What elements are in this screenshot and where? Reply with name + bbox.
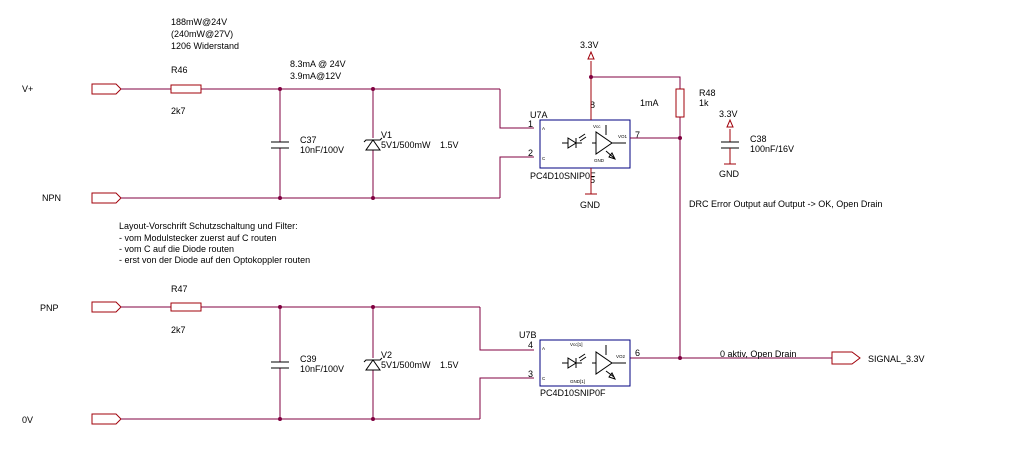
power-3v3-c38 [726, 118, 734, 142]
c39-ref: C39 [300, 354, 317, 364]
c39-value: 10nF/100V [300, 364, 344, 374]
u7a-pin7: 7 [635, 130, 640, 140]
r46-value: 2k7 [171, 106, 186, 116]
u7a-pin1: 1 [528, 119, 533, 129]
layout-note-2: - vom C auf die Diode routen [119, 244, 234, 254]
v2-ref: V2 [381, 350, 392, 360]
junction [278, 196, 282, 200]
u7a-pin5: 5 [590, 175, 595, 185]
note-current-2: 3.9mA@12V [290, 71, 341, 81]
c37-ref: C37 [300, 135, 317, 145]
u7a-ref: U7A [530, 110, 548, 120]
layout-note-title: Layout-Vorschrift Schutzschaltung und Fi… [119, 221, 298, 231]
zener-v1[interactable] [363, 137, 383, 151]
optocoupler-u7a[interactable] [539, 119, 631, 169]
output-wires [591, 76, 832, 359]
u7b-inner-c: C [542, 376, 546, 381]
port-vplus[interactable] [91, 83, 122, 95]
layout-note-3: - erst von der Diode auf den Optokoppler… [119, 255, 310, 265]
port-vplus-label: V+ [22, 84, 33, 94]
u7b-part: PC4D10SNIP0F [540, 388, 606, 398]
port-pnp[interactable] [91, 301, 122, 313]
resistor-r46[interactable] [170, 84, 202, 94]
port-npn-label: NPN [42, 193, 61, 203]
port-signal-label: SIGNAL_3.3V [868, 354, 925, 364]
port-zero-v[interactable] [91, 413, 122, 425]
resistor-r47[interactable] [170, 302, 202, 312]
u7a-inner-a: A [542, 126, 545, 131]
junction [371, 87, 375, 91]
power-3v3-u7a [587, 50, 595, 120]
capacitor-c37[interactable] [271, 141, 289, 149]
u7b-pin4: 4 [528, 340, 533, 350]
v2-voltage: 1.5V [440, 360, 459, 370]
u7a-pin2: 2 [528, 148, 533, 158]
junction [678, 356, 682, 360]
u7b-inner-gnd: GND[1] [570, 379, 585, 384]
u7a-inner-vcc: Vcc [593, 124, 601, 129]
r48-ref: R48 [699, 88, 716, 98]
r47-ref: R47 [171, 284, 188, 294]
capacitor-c38[interactable] [721, 141, 739, 149]
gnd-u7a [585, 168, 597, 195]
u7b-pin6: 6 [635, 348, 640, 358]
u7a-part: PC4D10SNIP0F [530, 171, 596, 181]
note-drc: DRC Error Output auf Output -> OK, Open … [689, 199, 882, 209]
v1-ref: V1 [381, 130, 392, 140]
v2-value: 5V1/500mW [381, 360, 431, 370]
u7a-inner-gnd: GND [594, 158, 605, 163]
junction [371, 305, 375, 309]
u7b-inner-a: A [542, 346, 545, 351]
port-pnp-label: PNP [40, 303, 59, 313]
layout-note-1: - vom Modulstecker zuerst auf C routen [119, 233, 277, 243]
v1-value: 5V1/500mW [381, 140, 431, 150]
r47-value: 2k7 [171, 325, 186, 335]
r48-value: 1k [699, 98, 709, 108]
port-zero-v-label: 0V [22, 415, 33, 425]
junction [278, 417, 282, 421]
lower-wires [121, 306, 534, 420]
port-npn[interactable] [91, 192, 122, 204]
u7a-inner-c: C [542, 156, 546, 161]
junction [371, 417, 375, 421]
resistor-r48[interactable] [675, 88, 685, 118]
c38-ref: C38 [750, 134, 767, 144]
capacitor-c39[interactable] [271, 361, 289, 369]
gnd-c38 [724, 148, 736, 165]
r48-current: 1mA [640, 98, 659, 108]
junction [678, 136, 682, 140]
junction [278, 305, 282, 309]
junction [589, 75, 593, 79]
upper-wires [121, 88, 534, 199]
zener-v2[interactable] [363, 357, 383, 371]
u7a-pin8: 8 [590, 100, 595, 110]
note-power-2: (240mW@27V) [171, 29, 233, 39]
r46-ref: R46 [171, 65, 188, 75]
port-signal[interactable] [831, 351, 861, 365]
u7b-ref: U7B [519, 330, 537, 340]
u7b-inner-vo: VO2 [616, 354, 626, 359]
note-output: 0 aktiv, Open Drain [720, 349, 796, 359]
u7a-inner-vo: VO1 [618, 134, 628, 139]
u7a-vcc-label: 3.3V [580, 40, 599, 50]
note-power-1: 188mW@24V [171, 17, 227, 27]
c38-value: 100nF/16V [750, 144, 794, 154]
optocoupler-u7b[interactable] [539, 339, 631, 387]
u7b-pin3: 3 [528, 369, 533, 379]
c37-value: 10nF/100V [300, 145, 344, 155]
v1-voltage: 1.5V [440, 140, 459, 150]
junction [278, 87, 282, 91]
junction [371, 196, 375, 200]
c38-vcc-label: 3.3V [719, 109, 738, 119]
u7b-inner-vcc: Vcc[1] [570, 342, 583, 347]
note-current-1: 8.3mA @ 24V [290, 59, 346, 69]
u7a-gnd-label: GND [580, 200, 601, 210]
note-power-3: 1206 Widerstand [171, 41, 239, 51]
c38-gnd-label: GND [719, 169, 740, 179]
